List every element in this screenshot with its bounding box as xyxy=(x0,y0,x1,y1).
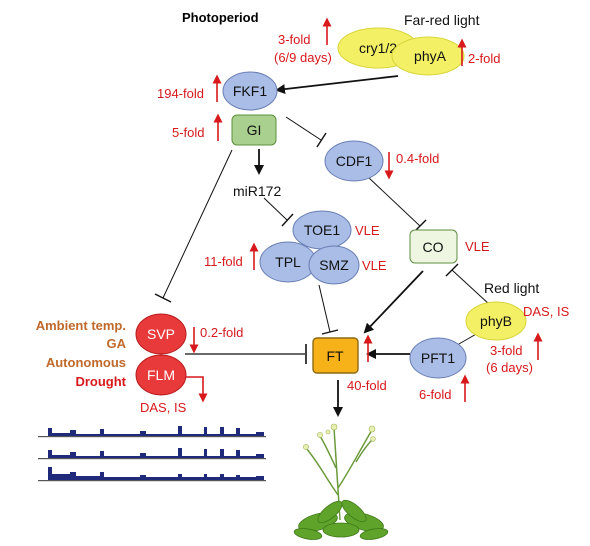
edge-repressors-inhibit-ft-bar xyxy=(321,329,339,335)
co-node xyxy=(409,229,458,264)
phyA-label: phyA xyxy=(414,48,447,64)
coverage-track-icon xyxy=(38,426,266,482)
down-arrow-icon xyxy=(186,376,208,403)
edge-phyb-inhibits-co xyxy=(451,269,491,306)
edge-repressors-inhibit-ft xyxy=(318,284,331,333)
drought-label: Drought xyxy=(75,374,126,389)
svp-label: SVP xyxy=(147,326,175,342)
phyB-fold-label: 3-fold xyxy=(490,343,523,358)
flm-das-label: DAS, IS xyxy=(140,400,187,415)
edge-co-to-ft xyxy=(363,270,424,334)
cdf1-label: CDF1 xyxy=(336,153,373,169)
autonomous-label: Autonomous xyxy=(46,355,126,370)
flm-label: FLM xyxy=(147,367,175,383)
phyA-node xyxy=(391,36,465,76)
far-red-light-label: Far-red light xyxy=(404,12,480,28)
cry-days-label: (6/9 days) xyxy=(274,50,332,65)
edges xyxy=(154,75,491,417)
phyB-das-label: DAS, IS xyxy=(523,304,570,319)
phyB-node xyxy=(465,301,527,341)
edge-gi-inhibits-cdf1-bar xyxy=(316,132,327,148)
cdf1-fold-label: 0.4-fold xyxy=(396,151,439,166)
pft1-node xyxy=(409,337,467,379)
toe1-vle-label: VLE xyxy=(355,223,380,238)
edge-mir172-inhibits-toe1 xyxy=(263,197,288,221)
mir172-label: miR172 xyxy=(233,183,281,199)
ft-node xyxy=(312,337,359,374)
edge-gi-inhibits-svp xyxy=(162,149,233,299)
photoperiod-label: Photoperiod xyxy=(182,10,259,25)
edge-cdf1-inhibits-co xyxy=(367,176,421,227)
pft1-label: PFT1 xyxy=(421,350,455,366)
flm-node xyxy=(135,354,187,396)
edge-gi-inhibits-cdf1 xyxy=(285,116,322,141)
svp-fold-label: 0.2-fold xyxy=(200,325,243,340)
co-vle-label: VLE xyxy=(465,239,490,254)
phyB-days-label: (6 days) xyxy=(486,360,533,375)
plant-icon xyxy=(293,423,389,540)
edge-mir172-inhibits-toe1-bar xyxy=(281,213,294,227)
tpl-fold-label: 11-fold xyxy=(204,254,243,269)
tpl-label: TPL xyxy=(275,254,301,270)
cdf1-node xyxy=(324,140,384,182)
smz-node xyxy=(308,245,360,285)
ambient-temp-label: Ambient temp. xyxy=(36,318,126,333)
co-label: CO xyxy=(423,239,444,255)
smz-label: SMZ xyxy=(319,257,349,273)
toe1-label: TOE1 xyxy=(304,222,341,238)
svp-node xyxy=(135,313,187,355)
fkf1-node xyxy=(222,71,278,111)
red-light-label: Red light xyxy=(484,280,539,296)
gi-label: GI xyxy=(247,122,262,138)
ft-fold-label: 40-fold xyxy=(347,378,387,393)
ga-label: GA xyxy=(107,336,127,351)
fkf1-label: FKF1 xyxy=(233,83,267,99)
pft1-fold-label: 6-fold xyxy=(419,387,452,402)
edge-phyb-inhibits-co-bar xyxy=(445,263,459,277)
cry-fold-label: 3-fold xyxy=(278,32,311,47)
gi-node xyxy=(231,114,277,146)
fkf1-fold-label: 194-fold xyxy=(157,86,204,101)
edge-lights-to-fkf1 xyxy=(275,75,399,95)
ft-label: FT xyxy=(326,348,344,364)
edge-gi-inhibits-svp-bar xyxy=(154,293,172,303)
phyA-fold-label: 2-fold xyxy=(468,51,501,66)
cry-label: cry1/2 xyxy=(359,40,397,56)
smz-vle-label: VLE xyxy=(362,258,387,273)
phyB-label: phyB xyxy=(480,313,512,329)
gi-fold-label: 5-fold xyxy=(172,125,205,140)
